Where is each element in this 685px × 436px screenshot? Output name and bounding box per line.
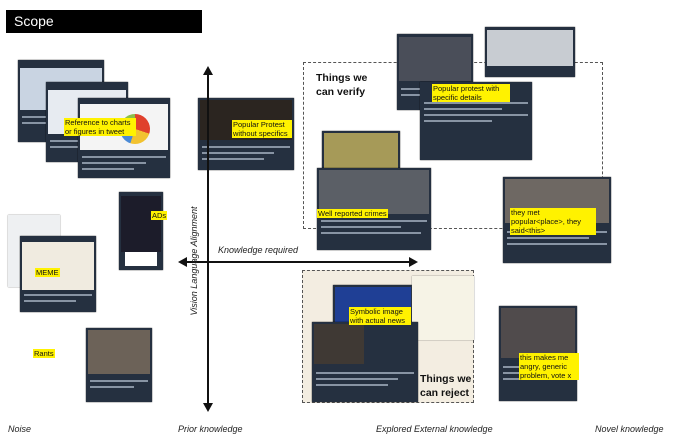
prior-knowledge-label: Prior knowledge — [178, 424, 243, 434]
verify-region-label: Things we can verify — [316, 72, 368, 98]
symbolic-annotation: Symbolic image with actual news — [349, 307, 411, 325]
politics-card — [499, 306, 577, 401]
ad-tweet-card — [119, 192, 163, 270]
protest-banner-card — [485, 27, 575, 77]
chart-tweet-card-3 — [78, 98, 170, 178]
farezca-card — [412, 276, 474, 340]
horizontal-axis-arrow-right-icon — [409, 257, 418, 267]
vertical-axis-label: Vision Language Alignment — [189, 206, 199, 316]
novel-knowledge-label: Novel knowledge — [595, 424, 664, 434]
rants-annotation: Rants — [33, 349, 55, 358]
street-tweet-card — [86, 328, 152, 402]
explored-knowledge-label: Explored External knowledge — [376, 424, 493, 434]
noise-label: Noise — [8, 424, 32, 434]
reject-region-label: Things we can reject — [420, 373, 472, 399]
vertical-axis-arrow-down-icon — [203, 403, 213, 412]
horizontal-axis-arrow-left-icon — [178, 257, 187, 267]
slide-title: Scope — [6, 10, 202, 33]
news-card — [312, 322, 418, 402]
charts-annotation: Reference to charts or figures in tweet — [64, 118, 136, 136]
horizontal-axis-label: Knowledge required — [218, 245, 299, 255]
meme-annotation: MEME — [35, 268, 60, 277]
crimes-annotation: Well reported crimes — [317, 209, 388, 218]
ads-annotation: ADs — [151, 211, 168, 220]
vertical-axis-arrow-up-icon — [203, 66, 213, 75]
horizontal-axis — [186, 261, 410, 263]
met-popular-annotation: they met popular<place>, they said<this> — [510, 208, 596, 235]
vertical-axis — [207, 74, 209, 404]
protest-details-annotation: Popular protest with specific details — [432, 84, 510, 102]
angry-annotation: this makes me angry, generic problem, vo… — [519, 353, 579, 380]
popular-protest-annotation: Popular Protest without specifics — [232, 120, 292, 138]
